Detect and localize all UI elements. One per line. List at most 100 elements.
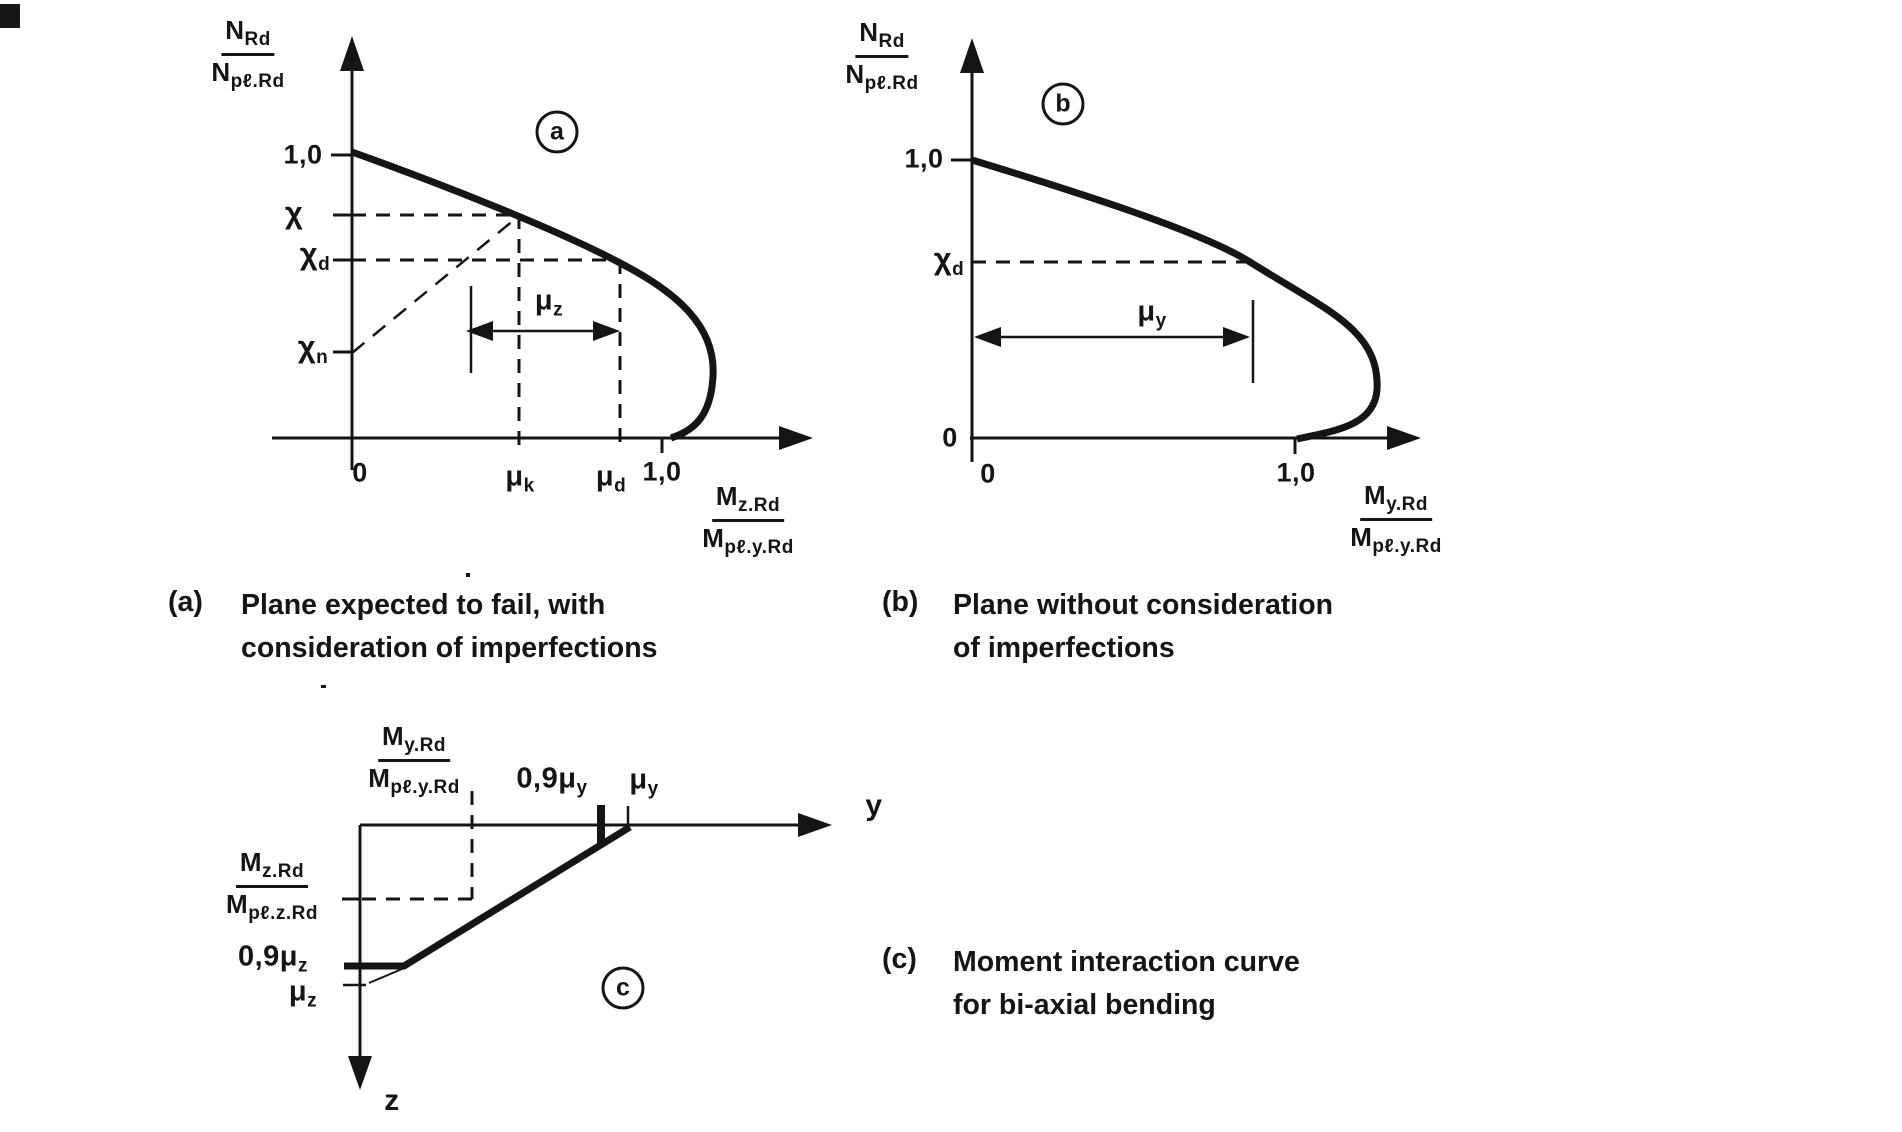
symbol-base: M [226,889,249,920]
c-z-axis-letter: z [384,1084,400,1118]
symbol-sub: y [576,777,588,799]
c-mu-y-label: μy [629,764,658,801]
symbol-sub: y [647,778,659,800]
tick-text: 1,0 [642,456,682,487]
fraction-numerator: NRd [855,17,909,59]
symbol-sub: d [614,475,627,497]
fraction-denominator: Npℓ.Rd [845,59,919,95]
symbol-base: M [1350,522,1373,553]
symbol-sub: pℓ.y.Rd [1372,536,1442,558]
b-mu-y-arrow-left-icon [974,327,1001,347]
fraction-numerator: Mz.Rd [235,847,309,889]
symbol-base: μ [629,763,648,796]
caption-b-tag: (b) [882,586,918,619]
caption-line: Moment interaction curve [953,946,1300,978]
symbol-base: χ [299,236,319,271]
a-x-tick-label-mu-d: μd [596,461,626,498]
symbol-sub: k [523,475,535,497]
symbol-base: M [382,721,405,751]
fraction-denominator: Npℓ.Rd [211,58,285,93]
a-y-tick-label-chi: χ [285,195,303,231]
tick-text: 1,0 [904,143,944,174]
tick-text: 1,0 [1276,457,1316,488]
b-x-axis-arrow-icon [1387,426,1421,450]
symbol-sub: Rd [878,31,905,52]
a-y-tick-label-one: 1,0 [283,140,322,171]
caption-tag-text: (b) [882,586,919,618]
symbol-sub: pℓ.z.Rd [248,903,318,925]
b-x-tick-label-one: 1,0 [1276,458,1315,489]
symbol-base: χ [297,329,317,364]
symbol-base: M [239,847,263,877]
fraction-numerator: My.Rd [1360,480,1432,522]
b-mu-y-label: μy [1137,296,1166,333]
symbol-base: M [715,481,739,511]
badge-letter: b [1055,89,1071,118]
a-y-tick-label-chi-d: χd [300,236,330,276]
axis-letter-text: y [865,789,883,822]
panel-a-badge: a [535,110,579,154]
panel-b-badge: b [1041,82,1085,126]
panel-c-badge: c [601,966,645,1010]
a-y-tick-label-chi-n: χn [298,329,328,369]
tick-text: χ [284,195,304,230]
caption-line: consideration of imperfections [241,632,658,664]
symbol-sub: z.Rd [262,861,305,882]
symbol-base: N [845,59,865,90]
symbol-sub: y [1155,310,1167,332]
c-y-axis-arrow-icon [798,813,832,837]
symbol-sub: pℓ.Rd [230,71,285,93]
symbol-sub: pℓ.Rd [864,73,919,95]
c-09mu-y-label: 0,9μy [516,763,587,800]
c-top-axis-label: My.Rd Mpℓ.y.Rd [368,721,460,799]
caption-tag-text: (a) [168,586,203,618]
b-y-tick-label-chi-d: χd [934,241,964,281]
c-z-axis-arrow-icon [348,1056,372,1090]
symbol-sub: n [316,347,329,368]
fraction-denominator: Mpℓ.y.Rd [368,763,460,799]
fraction-denominator: Mpℓ.y.Rd [702,524,794,559]
symbol-sub: pℓ.y.Rd [724,537,794,559]
a-x-tick-label-zero: 0 [352,458,368,489]
a-x-tick-label-one: 1,0 [642,457,681,488]
b-y-axis-arrow-icon [960,38,984,73]
fraction-numerator: My.Rd [378,721,450,763]
symbol-sub: d [952,259,965,280]
a-y-axis-label: NRd Npℓ.Rd [211,15,285,93]
symbol-base: μ [288,975,308,1008]
a-interaction-curve [350,148,717,442]
tick-text: 0 [942,422,958,453]
caption-line: Plane without consideration [953,589,1334,621]
fraction-denominator: Mpℓ.y.Rd [1350,522,1442,558]
symbol-base: χ [933,241,953,276]
a-x-axis-label: Mz.Rd Mpℓ.y.Rd [702,481,794,559]
symbol-sub: z [298,955,309,977]
symbol-sub: z [307,990,318,1012]
symbol-base: N [225,15,245,45]
symbol-sub: z [553,299,564,321]
scan-artifact [0,4,20,28]
caption-tag-text: (c) [882,943,917,975]
symbol-base: M [368,763,391,794]
symbol-sub: y.Rd [404,735,446,756]
symbol-sub: d [318,254,331,275]
a-x-tick-label-mu-k: μk [505,461,534,498]
symbol-base: N [859,17,879,47]
symbol-base: μ [505,460,524,493]
b-interaction-curve [970,156,1381,443]
caption-line: for bi-axial bending [953,989,1216,1021]
symbol-base: 0,9μ [516,762,577,795]
badge-letter: c [616,973,630,1002]
tick-text: 1,0 [283,139,323,170]
symbol-sub: y.Rd [1386,494,1428,515]
scan-artifact [466,573,470,577]
a-dashed-diagonal [351,214,521,354]
c-mu-z-label: μz [289,976,317,1013]
a-x-axis-arrow-icon [779,426,813,450]
caption-a-tag: (a) [168,586,203,619]
symbol-base: μ [1137,295,1156,328]
caption-line: of imperfections [953,632,1175,664]
scan-artifact [321,685,326,688]
